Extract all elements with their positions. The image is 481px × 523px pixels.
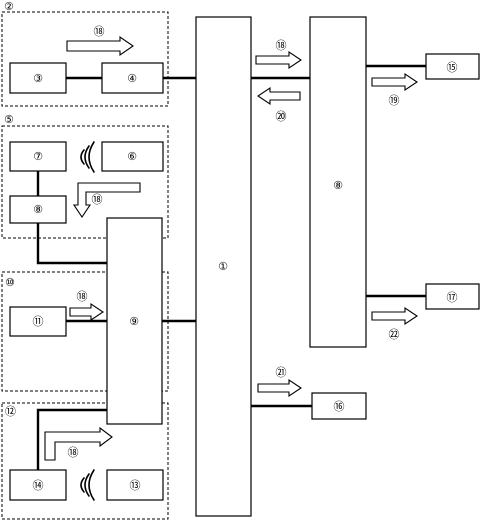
flow-label-21: ㉑ xyxy=(276,366,287,379)
node-box-8b xyxy=(309,16,367,348)
node-box-13 xyxy=(106,469,164,501)
flow-arrow-22 xyxy=(371,306,418,326)
group-label-10: ⑩ xyxy=(5,276,15,289)
flow-arrow-18-from-11 xyxy=(69,302,104,322)
wire-8-9 xyxy=(36,223,107,265)
flow-label-18-from-11: ⑱ xyxy=(77,290,88,303)
node-box-17 xyxy=(425,283,480,310)
flow-label-18-bottom: ⑱ xyxy=(68,446,79,459)
group-frame-10 xyxy=(1,271,169,392)
flow-arrow-18-bottom xyxy=(44,426,113,461)
node-label-4: ④ xyxy=(127,72,137,85)
node-label-1: ① xyxy=(218,260,228,273)
node-box-1 xyxy=(195,16,252,517)
group-label-5: ⑤ xyxy=(4,113,14,126)
wireless-signal-icon-6-7 xyxy=(80,141,95,173)
flow-arrow-21 xyxy=(257,378,302,398)
flow-label-18-to-8: ⑱ xyxy=(276,39,287,52)
group-frame-12 xyxy=(1,402,169,520)
flow-arrow-18-wireless xyxy=(72,182,141,218)
node-box-6 xyxy=(101,141,164,172)
node-label-9: ⑨ xyxy=(129,315,139,328)
flow-label-18-wireless: ⑱ xyxy=(92,193,103,206)
flow-label-18-top: ⑱ xyxy=(94,25,105,38)
node-label-6: ⑥ xyxy=(127,150,137,163)
node-box-11 xyxy=(9,306,67,337)
flow-arrow-19 xyxy=(371,72,418,92)
node-label-15: ⑮ xyxy=(447,61,458,74)
node-label-3: ③ xyxy=(33,72,43,85)
node-label-11: ⑪ xyxy=(33,315,44,328)
group-frame-5 xyxy=(1,125,169,239)
flow-arrow-18-top xyxy=(66,35,134,57)
node-label-17: ⑰ xyxy=(447,291,458,304)
wire-14-9 xyxy=(36,408,107,470)
node-label-8a: ⑧ xyxy=(33,203,43,216)
node-label-7: ⑦ xyxy=(33,150,43,163)
node-box-8a xyxy=(9,195,67,224)
wireless-signal-icon-13-14 xyxy=(80,469,95,501)
node-box-14 xyxy=(9,469,67,501)
group-label-2: ② xyxy=(4,0,14,13)
flow-arrow-18-to-8 xyxy=(255,50,302,70)
node-label-14: ⑭ xyxy=(33,479,44,492)
group-frame-2 xyxy=(1,11,169,107)
node-box-15 xyxy=(425,53,480,80)
flow-label-20: ⑳ xyxy=(276,110,287,123)
node-label-8b: ⑧ xyxy=(333,179,343,192)
flow-arrow-20 xyxy=(257,86,301,106)
node-label-13: ⑬ xyxy=(130,479,141,492)
node-label-16: ⑯ xyxy=(334,400,345,413)
node-box-4 xyxy=(101,62,164,94)
node-box-3 xyxy=(9,62,67,94)
flow-label-19: ⑲ xyxy=(389,94,400,107)
group-label-12: ⑫ xyxy=(5,405,16,418)
flow-label-22: ㉒ xyxy=(389,328,400,341)
node-box-16 xyxy=(311,392,367,420)
node-box-7 xyxy=(9,141,67,172)
node-box-9 xyxy=(106,217,163,425)
